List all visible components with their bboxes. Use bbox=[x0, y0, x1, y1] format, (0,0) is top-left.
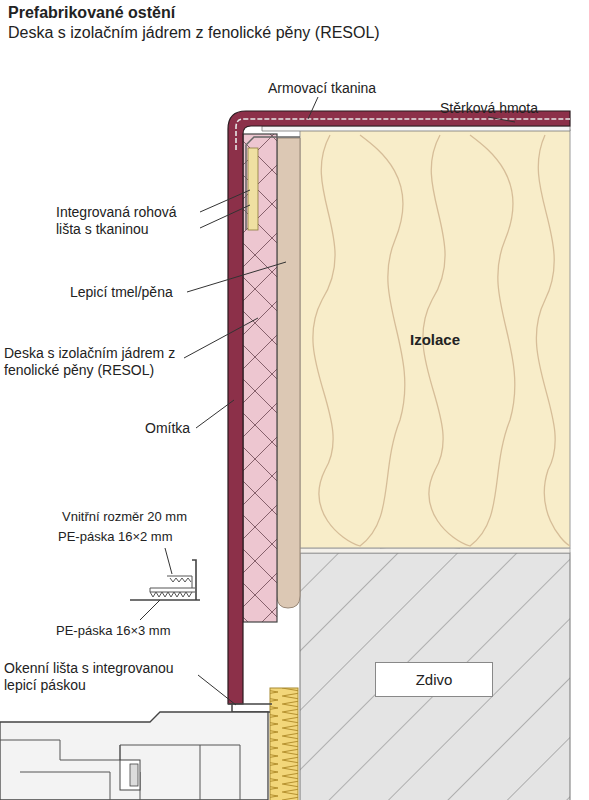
window-bead bbox=[228, 704, 272, 712]
corner-bead-mesh bbox=[248, 148, 258, 230]
window-profile bbox=[0, 740, 240, 800]
window-frame bbox=[0, 712, 268, 800]
part-label: Integrovaná rohová lišta s tkaninou bbox=[56, 204, 201, 238]
adhesive-foam bbox=[277, 138, 300, 608]
masonry-tag: Zdivo bbox=[375, 662, 493, 697]
insulation-region: Izolace bbox=[300, 130, 570, 548]
skim-coat bbox=[262, 126, 570, 131]
part-label: Stěrková hmota bbox=[440, 100, 538, 117]
masonry bbox=[300, 553, 570, 800]
phenolic-board bbox=[243, 134, 277, 622]
plaster bbox=[228, 111, 570, 704]
corner-bead bbox=[246, 137, 300, 230]
window-seal-core bbox=[130, 764, 138, 786]
subtitle: Deska s izolačním jádrem z fenolické pěn… bbox=[8, 24, 380, 41]
node-text: Izolace bbox=[410, 331, 460, 348]
joint-insulation bbox=[270, 688, 298, 800]
insulation-texture bbox=[313, 135, 570, 546]
leader-lines bbox=[140, 97, 515, 705]
dimension-label: PE-páska 16×3 mm bbox=[56, 622, 171, 639]
insulation bbox=[300, 130, 570, 548]
part-label: Deska s izolačním jádrem z fenolické pěn… bbox=[4, 345, 184, 379]
title: Prefabrikované ostění bbox=[8, 4, 175, 21]
part-label: Okenní lišta s integrovanou lepicí pásko… bbox=[4, 660, 209, 694]
window-seal bbox=[120, 760, 140, 790]
dimension-label: PE-páska 16×2 mm bbox=[58, 528, 173, 545]
dimension-label: Vnitřní rozměr 20 mm bbox=[62, 508, 187, 525]
part-label: Omítka bbox=[145, 420, 190, 437]
bead-detail bbox=[130, 560, 200, 600]
part-label: Armovací tkanina bbox=[268, 80, 376, 97]
part-label: Lepicí tmel/pěna bbox=[70, 284, 173, 301]
mortar-joint bbox=[300, 548, 570, 553]
node-text: Zdivo bbox=[416, 671, 453, 688]
reinforcement-mesh bbox=[236, 119, 570, 150]
